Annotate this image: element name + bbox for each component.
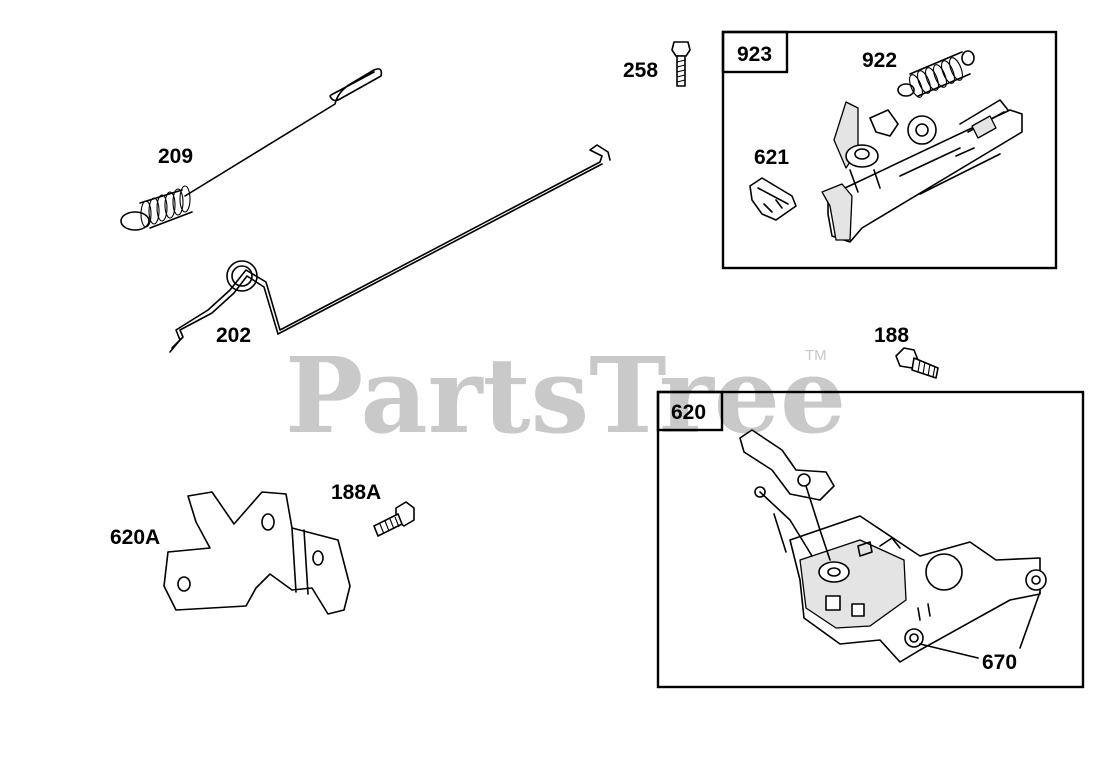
part-188-screw[interactable]: [895, 347, 939, 379]
part-922-spring[interactable]: [897, 50, 975, 99]
leader-lines-670: [919, 591, 1041, 659]
part-209-spring[interactable]: [120, 68, 383, 231]
watermark-trademark: TM: [805, 347, 827, 364]
label-621: 621: [754, 146, 789, 169]
part-621-clip[interactable]: [749, 177, 797, 221]
part-620-control-bracket-assembly[interactable]: [739, 429, 1047, 663]
part-620a-bracket[interactable]: [163, 491, 351, 615]
label-188: 188: [874, 324, 909, 347]
label-922: 922: [862, 49, 897, 72]
label-620: 620: [671, 401, 706, 424]
assembly-923-box[interactable]: [721, 30, 1058, 270]
assembly-620-box[interactable]: [656, 390, 1085, 689]
label-620a: 620A: [110, 526, 160, 549]
part-258-screw[interactable]: [671, 41, 691, 87]
label-923: 923: [737, 43, 772, 66]
label-209: 209: [158, 145, 193, 168]
label-258: 258: [623, 59, 658, 82]
part-202-link-rod[interactable]: [169, 144, 611, 353]
part-188a-screw[interactable]: [373, 501, 415, 537]
part-labels: 209 202 258 923 922 621 188 620 620A 188…: [110, 43, 1017, 674]
label-188a: 188A: [331, 481, 381, 504]
label-202: 202: [216, 324, 251, 347]
label-670: 670: [982, 651, 1017, 674]
part-923-control-assembly[interactable]: [821, 99, 1023, 243]
